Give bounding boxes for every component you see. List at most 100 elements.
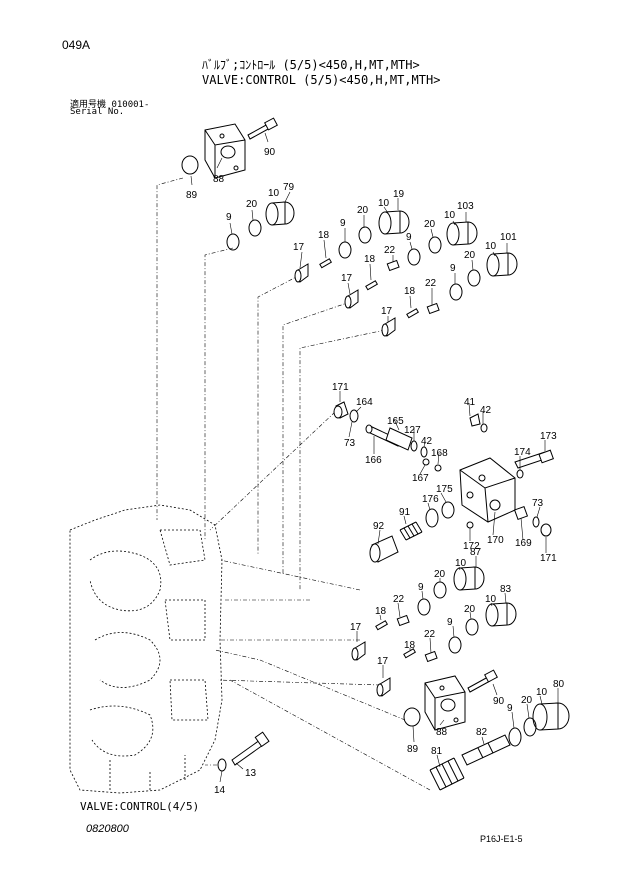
label-73: 73: [344, 438, 356, 449]
label-173: 173: [540, 431, 557, 442]
label-41: 41: [464, 397, 476, 408]
label-10: 10: [444, 210, 456, 221]
backup-ring-20a: [248, 219, 262, 237]
stopper-22c: [396, 614, 410, 627]
label-leaders: [190, 132, 559, 783]
serial-value: 010001-: [111, 100, 150, 110]
bolt-90-top: [247, 117, 278, 140]
plug-79: [265, 201, 295, 226]
label-22: 22: [424, 629, 436, 640]
ball-168: [434, 464, 442, 472]
o-ring-89-bottom: [403, 707, 421, 727]
stopper-22a: [386, 259, 400, 272]
o-ring-127: [410, 440, 418, 452]
label-164: 164: [356, 397, 373, 408]
bolt-173-head: [538, 449, 554, 464]
label-168: 168: [431, 448, 448, 459]
page-code: 049A: [62, 38, 91, 52]
label-17: 17: [350, 622, 362, 633]
o-ring-73a: [349, 409, 359, 423]
label-101: 101: [500, 232, 517, 243]
title-english: VALVE:CONTROL (5/5)<450,H,MT,MTH>: [202, 73, 441, 87]
label-17: 17: [381, 306, 393, 317]
backup-ring-20g: [523, 717, 537, 737]
pin-18e: [403, 648, 417, 659]
label-9: 9: [447, 617, 453, 628]
label-90: 90: [264, 147, 276, 158]
washer-14: [217, 758, 227, 772]
label-83: 83: [500, 584, 512, 595]
bolt-90-bottom: [467, 669, 498, 693]
label-90: 90: [493, 696, 505, 707]
poppet-17c: [381, 317, 396, 337]
o-ring-9f: [448, 636, 462, 654]
label-91: 91: [399, 507, 411, 518]
stopper-22d: [424, 650, 438, 663]
label-89: 89: [186, 190, 198, 201]
label-10: 10: [536, 687, 548, 698]
label-9: 9: [406, 232, 412, 243]
label-9: 9: [450, 263, 456, 274]
poppet-17d: [351, 641, 366, 661]
part-number-labels: 90 88 89 79 10 20 9 19 10 20 9 18 17 103…: [186, 147, 565, 796]
label-18: 18: [404, 640, 416, 651]
o-ring-42b: [480, 423, 488, 433]
pin-18b: [365, 280, 379, 291]
serial-label-jp: 適用号機: [70, 100, 107, 110]
backup-ring-20f: [465, 618, 479, 636]
label-20: 20: [464, 604, 476, 615]
label-22: 22: [384, 245, 396, 256]
pin-18a: [319, 258, 333, 269]
label-18: 18: [364, 254, 376, 265]
label-10: 10: [268, 188, 280, 199]
label-9: 9: [340, 218, 346, 229]
label-42: 42: [421, 436, 433, 447]
label-170: 170: [487, 535, 504, 546]
label-88: 88: [213, 174, 225, 185]
label-103: 103: [457, 201, 474, 212]
label-166: 166: [365, 455, 382, 466]
o-ring-9c: [407, 248, 421, 266]
label-87: 87: [470, 547, 482, 558]
figure-number: P16J-E1-5: [480, 834, 523, 844]
o-ring-9b: [338, 241, 352, 259]
label-174: 174: [514, 447, 531, 458]
plug-101: [486, 252, 518, 277]
label-18: 18: [318, 230, 330, 241]
o-ring-73b: [532, 516, 540, 528]
label-22: 22: [393, 594, 405, 605]
label-20: 20: [521, 695, 533, 706]
title-japanese: ﾊﾞﾙﾌﾞ;ｺﾝﾄﾛｰﾙ (5/5)<450,H,MT,MTH>: [202, 58, 420, 72]
poppet-17a: [294, 263, 309, 283]
o-ring-9d: [449, 283, 463, 301]
backup-ring-20b: [358, 226, 372, 244]
label-81: 81: [431, 746, 443, 757]
label-20: 20: [424, 219, 436, 230]
label-18: 18: [375, 606, 387, 617]
label-88: 88: [436, 727, 448, 738]
spring-81: [429, 757, 465, 791]
plug-19: [378, 210, 410, 235]
flange-plate-bottom: [424, 675, 466, 731]
plug-171-bottom: [540, 523, 552, 537]
label-14: 14: [214, 785, 226, 796]
label-73: 73: [532, 498, 544, 509]
label-171: 171: [332, 382, 349, 393]
poppet-17e: [376, 677, 391, 697]
plug-41: [469, 413, 481, 427]
label-165: 165: [387, 416, 404, 427]
label-42: 42: [480, 405, 492, 416]
bolt-13: [231, 731, 270, 766]
label-10: 10: [485, 241, 497, 252]
label-9: 9: [507, 703, 513, 714]
sleeve-92: [369, 535, 399, 563]
spring-91: [399, 521, 423, 541]
label-176: 176: [422, 494, 439, 505]
drawing-number: 0820800: [86, 823, 129, 835]
plug-87: [453, 566, 485, 591]
ball-167: [422, 458, 430, 466]
serial-line: 適用号機 010001-: [70, 97, 149, 110]
label-20: 20: [357, 205, 369, 216]
washer-174: [516, 469, 524, 479]
backup-ring-20c: [428, 236, 442, 254]
